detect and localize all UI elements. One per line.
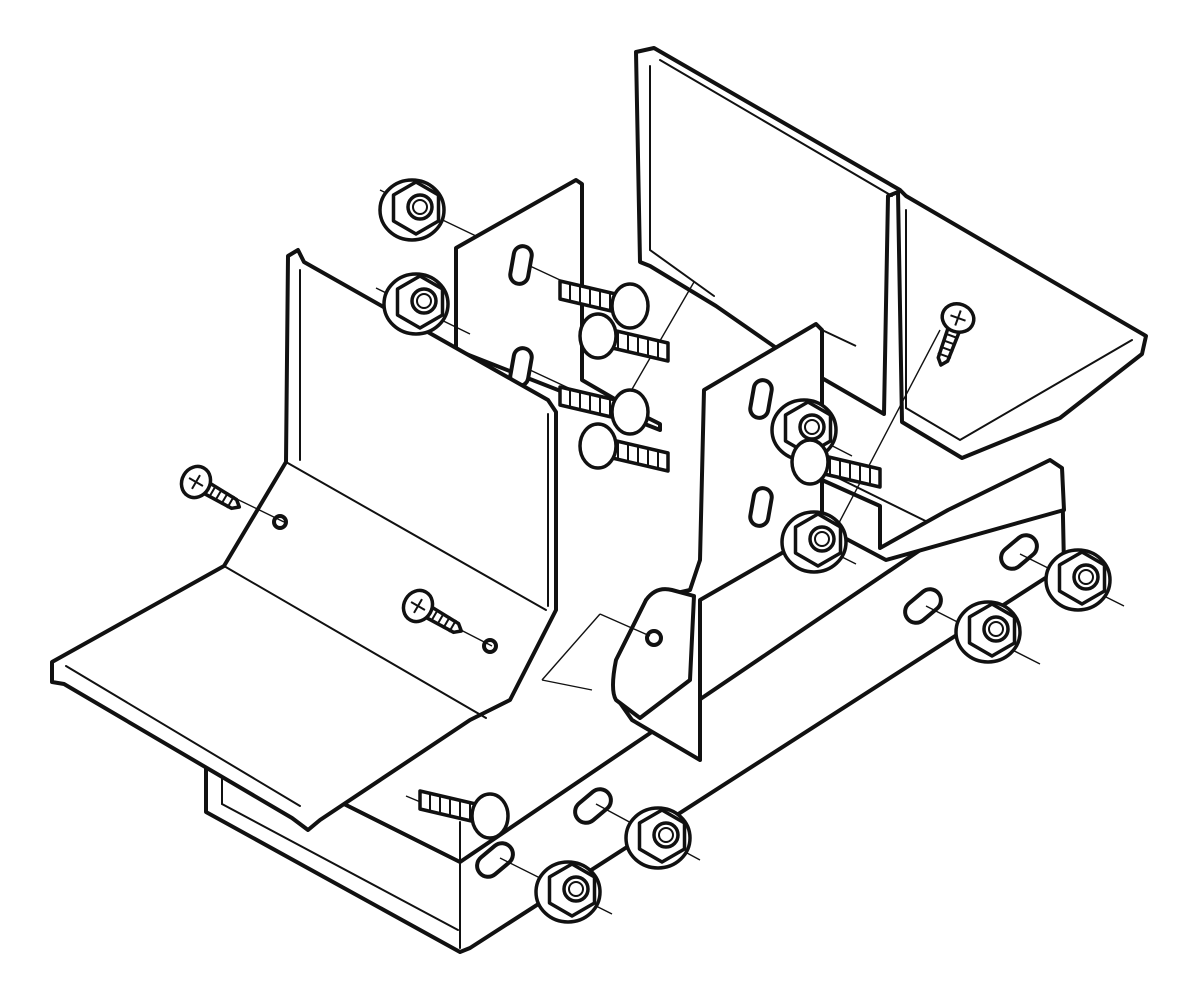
slot-hole [573, 787, 613, 825]
flange-nut [534, 860, 602, 924]
right-channel-wall [820, 458, 1066, 562]
square-neck-bolt [578, 422, 670, 473]
slot-hole [748, 378, 774, 420]
pan-head-screw [936, 302, 976, 367]
flange-nut [1044, 548, 1112, 612]
square-neck-bolt [578, 312, 670, 363]
flange-nut [954, 600, 1022, 664]
slot-hole [903, 587, 943, 625]
square-neck-bolt [558, 279, 650, 330]
slot-hole [475, 841, 515, 879]
square-neck-bolt [418, 789, 510, 840]
square-neck-bolt [558, 385, 650, 436]
pan-head-screws [179, 302, 976, 635]
square-neck-bolts [418, 279, 882, 840]
slot-hole [748, 486, 774, 528]
pan-head-screw [401, 588, 464, 635]
slot-hole [999, 533, 1039, 571]
flange-nut [624, 806, 692, 870]
flange-nut [378, 178, 446, 242]
bent-cover [50, 248, 558, 832]
back-cover-plate [634, 46, 1148, 460]
pan-head-screw [179, 464, 242, 511]
screw-hole [482, 638, 498, 654]
flange-nut [780, 510, 848, 574]
square-neck-bolt [790, 438, 882, 489]
flange-nut [382, 272, 450, 336]
screw-hole [645, 629, 663, 647]
